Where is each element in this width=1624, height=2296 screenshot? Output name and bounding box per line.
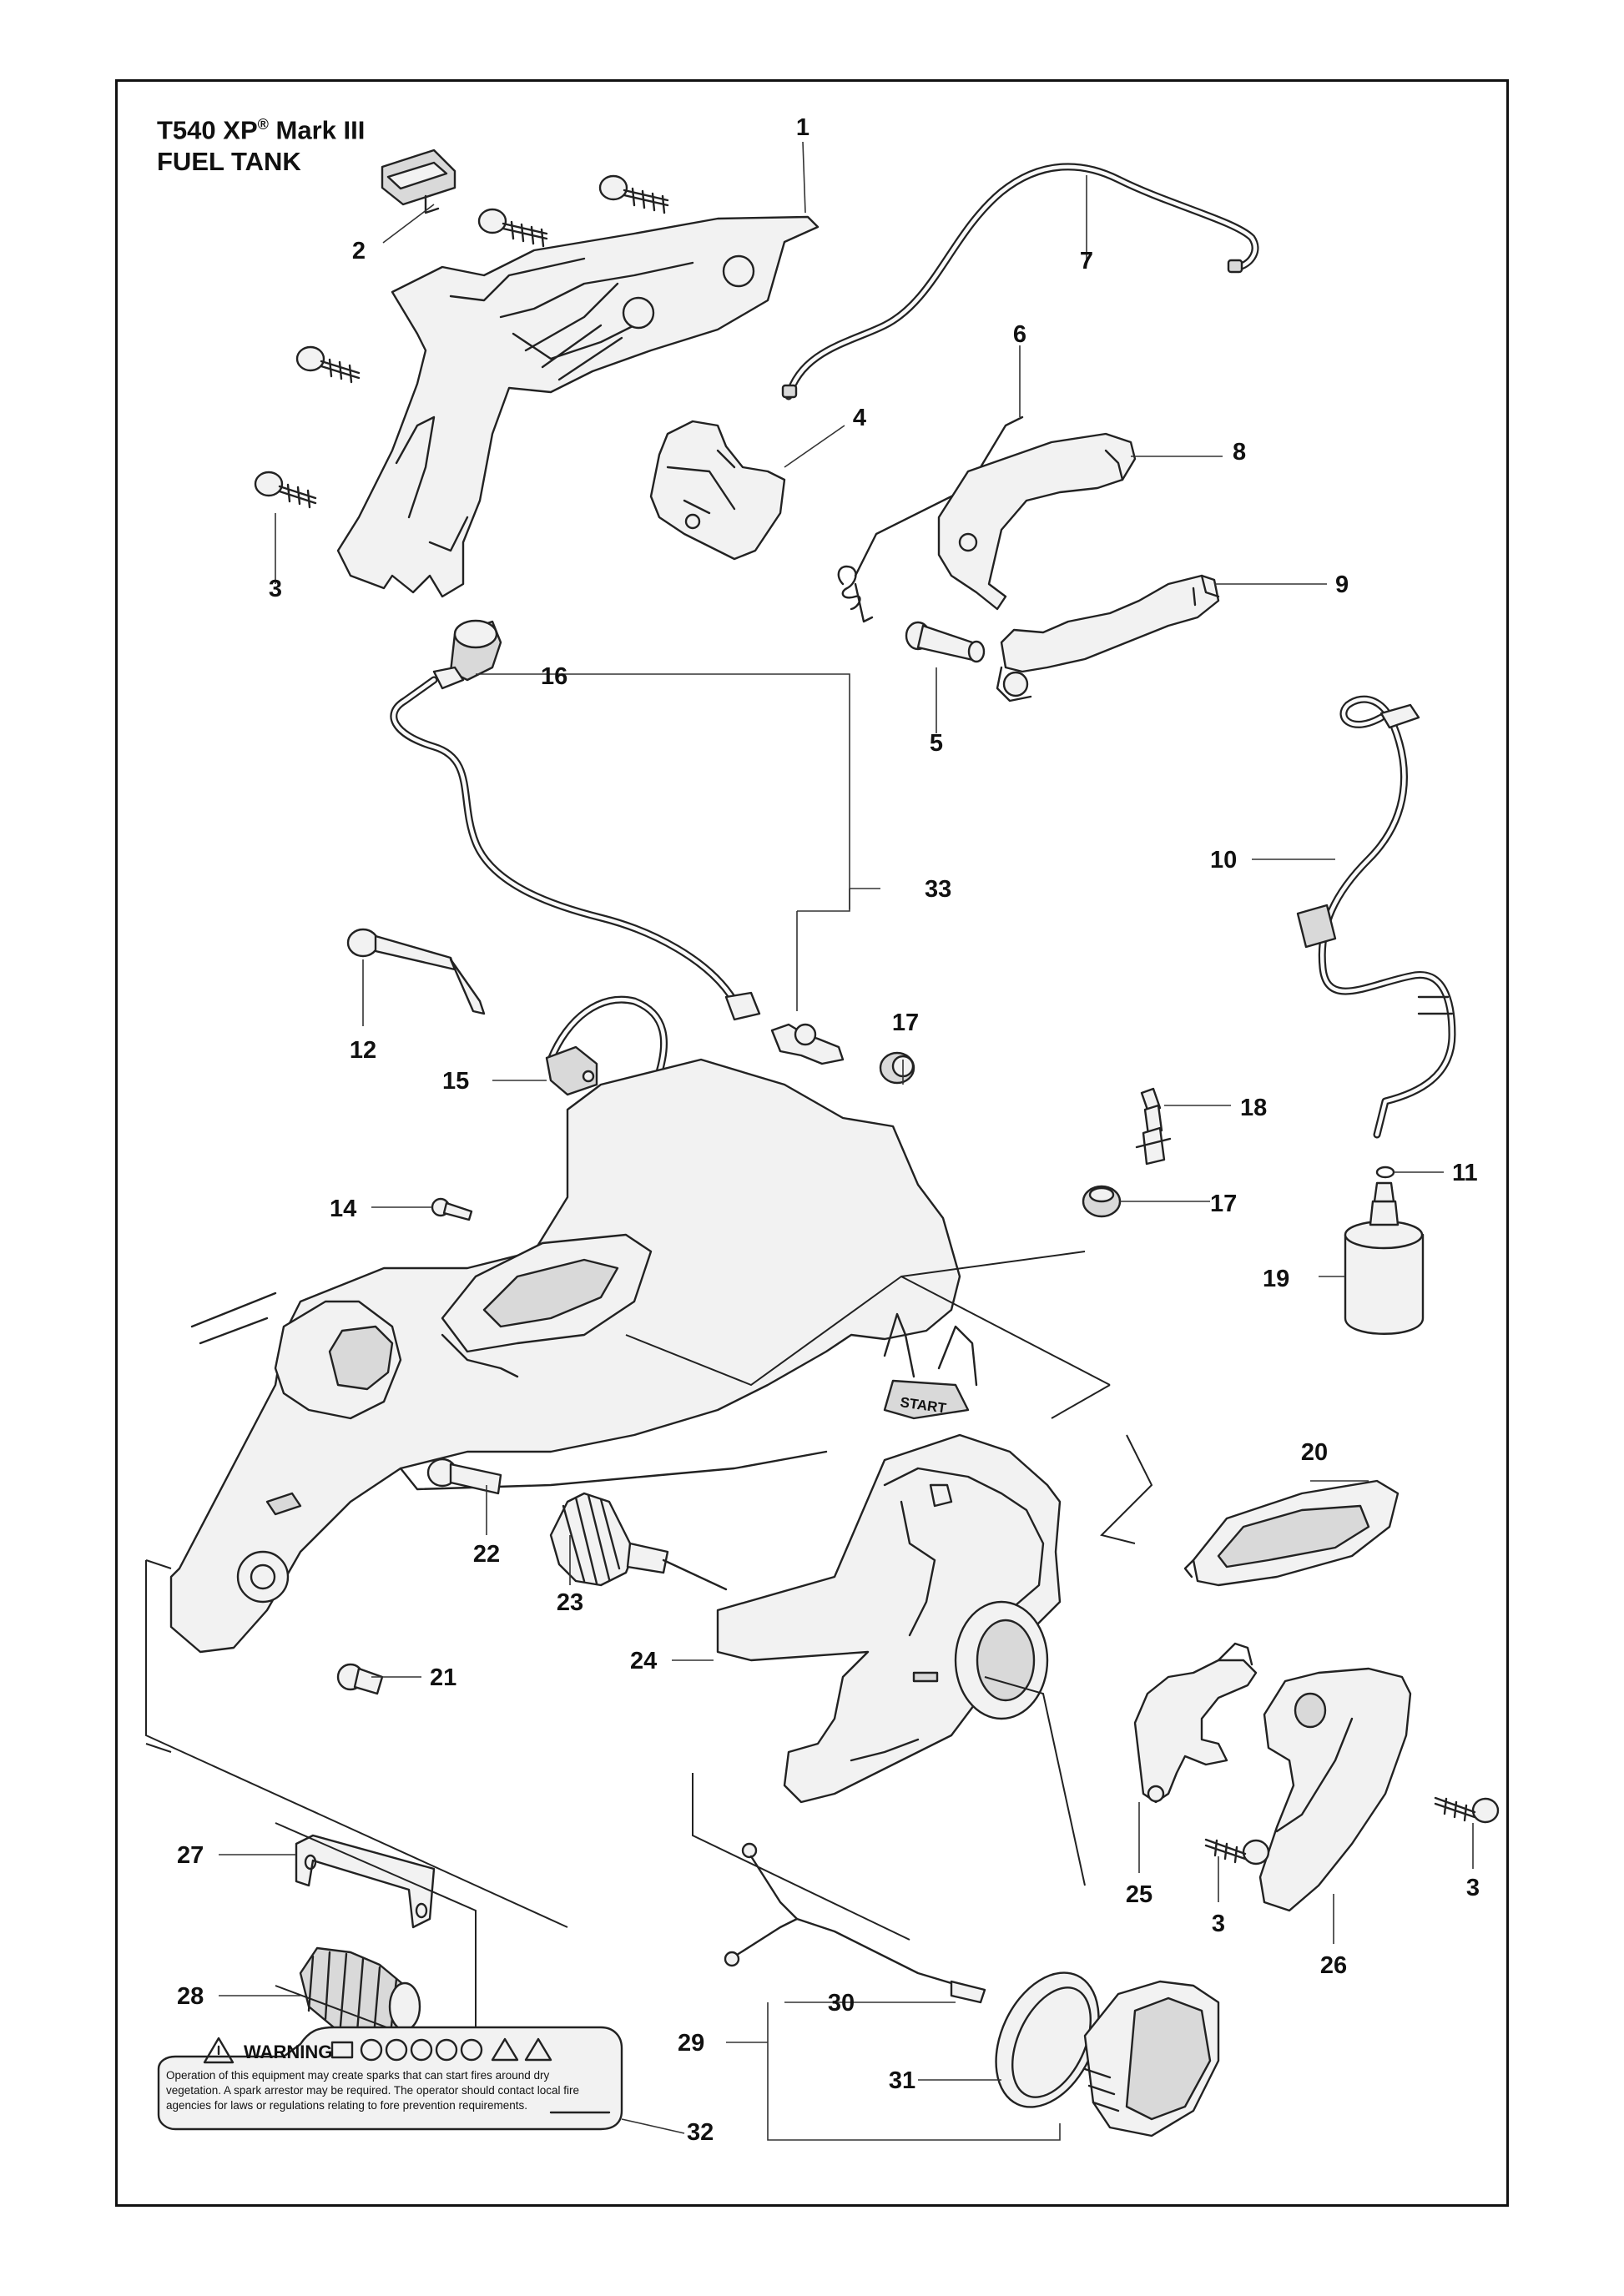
part-23-bellows (549, 1492, 728, 1591)
part-20-cover (1183, 1479, 1400, 1587)
callout-30: 30 (828, 1990, 855, 2017)
callout-28: 28 (177, 1983, 204, 2010)
model-mark: Mark III (275, 115, 366, 145)
callout-labels: 1 2 3 4 5 6 7 8 9 10 11 12 14 15 16 17 1… (177, 114, 1480, 2146)
model-title: T540 XP® Mark III (157, 108, 365, 146)
callout-31: 31 (889, 2067, 915, 2094)
warning-heading: WARNING (244, 2042, 332, 2062)
callout-1: 1 (796, 114, 809, 141)
callout-20: 20 (1301, 1439, 1328, 1466)
title-block: T540 XP® Mark III FUEL TANK (157, 108, 365, 178)
parts-artwork: START (145, 149, 1500, 2137)
callout-5: 5 (930, 730, 943, 757)
callout-15: 15 (442, 1068, 469, 1095)
callout-32: 32 (687, 2119, 714, 2146)
part-25-bracket (1133, 1642, 1258, 1804)
callout-29: 29 (678, 2030, 704, 2057)
warning-line-1: Operation of this equipment may create s… (166, 2069, 549, 2082)
callout-17-upper: 17 (892, 1010, 919, 1036)
part-28-damper (299, 1946, 421, 2042)
part-3-screws-top (254, 174, 669, 509)
part-8-trigger (937, 432, 1137, 611)
warning-line-2: vegetation. A spark arrestor may be requ… (166, 2084, 579, 2097)
part-29-fuel-cap (1083, 1980, 1220, 2137)
callout-10: 10 (1210, 847, 1237, 874)
callout-6: 6 (1013, 321, 1026, 348)
callout-8: 8 (1233, 439, 1246, 466)
callout-9: 9 (1335, 571, 1349, 598)
section-title: FUEL TANK (157, 147, 301, 177)
callout-3-top: 3 (269, 576, 282, 602)
callout-19: 19 (1263, 1266, 1289, 1292)
part-2-button (381, 149, 456, 214)
callout-2: 2 (352, 238, 366, 264)
callout-12: 12 (350, 1037, 376, 1064)
model-name: T540 XP (157, 115, 258, 145)
assembly-planes (145, 1251, 1153, 2062)
callout-21: 21 (430, 1664, 456, 1691)
part-spring (837, 565, 874, 623)
callout-26: 26 (1320, 1952, 1347, 1979)
callout-22: 22 (473, 1541, 500, 1568)
part-14-screw (431, 1197, 473, 1221)
part-1-top-handle (336, 215, 820, 598)
callout-3-right: 3 (1466, 1875, 1480, 1901)
part-10-fuel-hose (1296, 695, 1456, 1139)
part-32-warning-label: WARNING Operation of this equipment may … (157, 2026, 623, 2131)
part-19-fuel-filter (1344, 1181, 1425, 1335)
callout-7: 7 (1080, 248, 1093, 274)
warning-line-3: agencies for laws or regulations relatin… (166, 2099, 527, 2112)
part-18-fitting (1135, 1087, 1172, 1166)
callout-23: 23 (557, 1589, 583, 1616)
registered-mark: ® (257, 116, 269, 133)
callout-27: 27 (177, 1842, 204, 1869)
part-26-side-cover (1258, 1667, 1412, 1912)
callout-16: 16 (541, 663, 567, 690)
callout-33: 33 (925, 876, 951, 903)
part-27-bracket (295, 1834, 436, 1929)
callout-18: 18 (1240, 1095, 1267, 1121)
callout-4: 4 (853, 405, 866, 431)
callout-3-middle: 3 (1212, 1911, 1225, 1937)
leader-lines (219, 141, 1474, 2141)
part-7-cable (781, 163, 1259, 400)
part-17-grommet-b (1082, 1185, 1122, 1218)
part-11-clip (1375, 1166, 1395, 1179)
part-24-tank-half (716, 1433, 1062, 1804)
callout-25: 25 (1126, 1881, 1152, 1908)
part-3-screws-bottom (1204, 1796, 1500, 1866)
part-17-grommet-a (879, 1051, 915, 1085)
callout-17-lower: 17 (1210, 1191, 1237, 1217)
part-12-bolt (346, 928, 486, 1015)
part-16-33-fuel-line (390, 619, 845, 1065)
callout-14: 14 (330, 1196, 356, 1222)
callout-24: 24 (630, 1648, 657, 1674)
part-21-screw (336, 1663, 384, 1695)
part-30-pickup (724, 1842, 986, 2004)
part-31-seal (995, 1971, 1100, 2108)
part-main-tank-body: START (169, 1058, 978, 1654)
part-4-bracket (649, 420, 786, 561)
part-9-lever (996, 574, 1220, 702)
drawing-frame (115, 79, 1509, 2207)
part-22-screw (426, 1458, 502, 1495)
part-5-pin (905, 621, 986, 663)
callout-11: 11 (1452, 1160, 1478, 1186)
